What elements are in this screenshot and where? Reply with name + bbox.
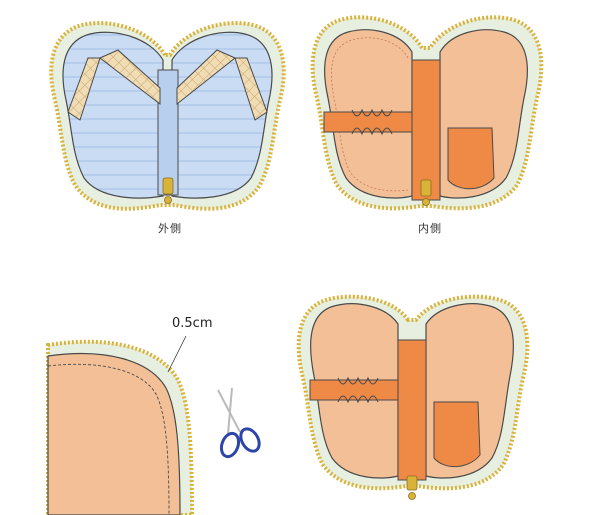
seam-allowance-label: 0.5cm (172, 316, 213, 331)
detail-stitch-line (47, 363, 170, 515)
inside-stitch-line (331, 37, 409, 192)
inside-center-gusset (411, 59, 441, 201)
finished-pocket (433, 401, 481, 468)
seam-detail-view (46, 335, 195, 515)
finished-inside-view (296, 294, 530, 500)
measurement-leader-line (167, 335, 187, 373)
inside-zipper-pull-icon (420, 179, 432, 206)
outside-center-gusset (157, 69, 179, 196)
inside-label: 内側 (418, 222, 442, 235)
outside-label: 外側 (158, 222, 182, 235)
outside-zipper-pull-icon (162, 177, 174, 204)
finished-elastic-strap (309, 376, 399, 404)
inside-view (310, 15, 544, 211)
inside-pocket (447, 127, 495, 190)
detail-sole (47, 353, 181, 515)
outside-view (49, 21, 286, 211)
outside-left-strap (67, 49, 161, 121)
scissors-icon (217, 387, 261, 459)
finished-center-gusset (397, 339, 427, 481)
finished-zipper-pull-icon (406, 475, 418, 500)
inside-elastic-strap (323, 108, 413, 136)
outside-right-strap (176, 49, 268, 121)
